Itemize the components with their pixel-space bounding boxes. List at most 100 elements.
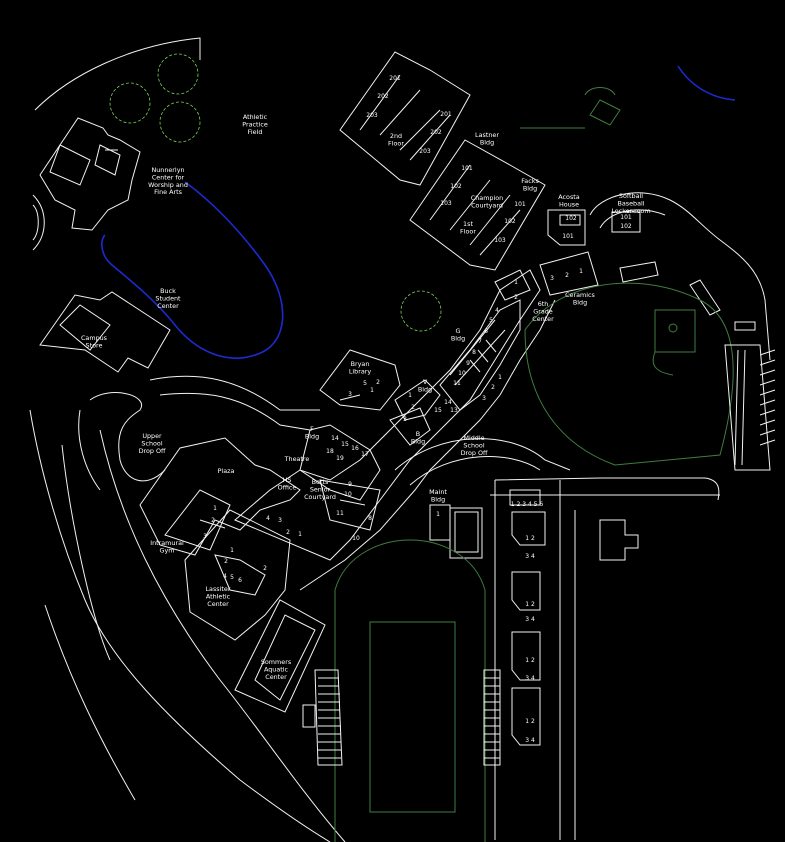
- label-line: Nunnerlyn: [151, 166, 184, 174]
- pod-row-a: 1 2: [525, 601, 535, 608]
- pod-row-b: 3 4: [525, 737, 535, 744]
- label-line: Center: [265, 673, 287, 681]
- label-line: Baseball: [617, 199, 644, 207]
- label-line: Bldg: [431, 495, 445, 503]
- b-bldg: [389, 407, 431, 446]
- label-line: Bldg: [573, 298, 587, 306]
- e-bldg-2nd-inner: [359, 74, 451, 161]
- label-line: Practice: [242, 120, 268, 128]
- g-rooms: [449, 319, 506, 386]
- central-road: [149, 375, 320, 431]
- pod-row-a: 1 2: [525, 718, 535, 725]
- room-203: 203: [419, 148, 431, 155]
- room-19: 19: [336, 455, 344, 462]
- room-2: 2: [263, 565, 267, 572]
- label-line: Fine Arts: [154, 188, 183, 196]
- f-bldg: [299, 424, 381, 501]
- label-line: Student: [155, 294, 181, 302]
- softball-area: [589, 192, 771, 361]
- label-line: Floor: [388, 139, 404, 147]
- east-parking: [724, 344, 776, 471]
- room-201: 201: [440, 111, 452, 118]
- label-line: Locker-room: [611, 207, 650, 215]
- north-arc: [34, 37, 201, 111]
- label-line: 6th: [538, 300, 549, 308]
- room-11: 11: [336, 510, 344, 517]
- pod-buildings: [494, 480, 576, 840]
- room-6: 6: [238, 577, 242, 584]
- label-line: 1st: [463, 220, 473, 228]
- room-101: 101: [461, 165, 473, 172]
- pod-row-b: 3 4: [525, 616, 535, 623]
- label-line: Upper: [142, 432, 162, 440]
- tree: [400, 290, 442, 332]
- room-4: 4: [495, 307, 499, 314]
- g-bldg: [439, 299, 521, 411]
- pod-row-a: 1 2: [525, 657, 535, 664]
- label-line: Facks: [521, 177, 539, 185]
- room-3: 3: [203, 533, 207, 540]
- label-line: V: [423, 378, 428, 386]
- lassiter-center: [184, 509, 291, 641]
- label-line: Bldg: [523, 184, 537, 192]
- room-9: 9: [466, 360, 470, 367]
- room-1: 1: [230, 547, 234, 554]
- label-line: Library: [349, 367, 372, 375]
- room-10: 10: [344, 491, 352, 498]
- room-5: 5: [230, 574, 234, 581]
- room-102: 102: [504, 218, 516, 225]
- label-line: Center: [157, 302, 179, 310]
- theatre-label: Theatre: [284, 455, 310, 463]
- tree: [159, 101, 201, 143]
- label-line: Theatre: [284, 455, 310, 463]
- room-202: 202: [430, 129, 442, 136]
- label-line: Plaza: [218, 467, 235, 475]
- label-line: Athletic: [206, 592, 231, 600]
- east-road: [490, 477, 720, 501]
- room-2: 2: [211, 517, 215, 524]
- room-3: 3: [403, 416, 407, 423]
- room-1: 1: [370, 387, 374, 394]
- room-101: 101: [562, 233, 574, 240]
- room-2: 2: [411, 404, 415, 411]
- room-2: 2: [491, 384, 495, 391]
- room-16: 16: [351, 445, 359, 452]
- pod-row-b: 3 4: [525, 553, 535, 560]
- room-101: 101: [514, 201, 526, 208]
- buck-center: [39, 291, 171, 373]
- room-5: 5: [363, 380, 367, 387]
- ceramics-bldg: [539, 251, 599, 296]
- room-14: 14: [331, 435, 339, 442]
- room-15: 15: [341, 441, 349, 448]
- spine-outer: [299, 299, 556, 591]
- label-line: House: [559, 200, 579, 208]
- nunnerlyn-building: [39, 117, 141, 231]
- tree-cluster: [109, 53, 442, 332]
- creek: [101, 181, 284, 359]
- label-line: Bldg: [305, 432, 319, 440]
- room-10: 10: [352, 535, 360, 542]
- label-line: Courtyard: [304, 493, 336, 501]
- softball-locker: [611, 211, 641, 233]
- buck-inner: [59, 304, 111, 351]
- room-5: 5: [489, 317, 493, 324]
- west-road-curve-inner: [61, 444, 111, 661]
- room-1: 1: [408, 392, 412, 399]
- label-line: Center: [207, 600, 229, 608]
- west-road-curve-outer: [44, 604, 136, 801]
- aquatic-center: [234, 599, 326, 713]
- baseball-backstop: [652, 351, 674, 376]
